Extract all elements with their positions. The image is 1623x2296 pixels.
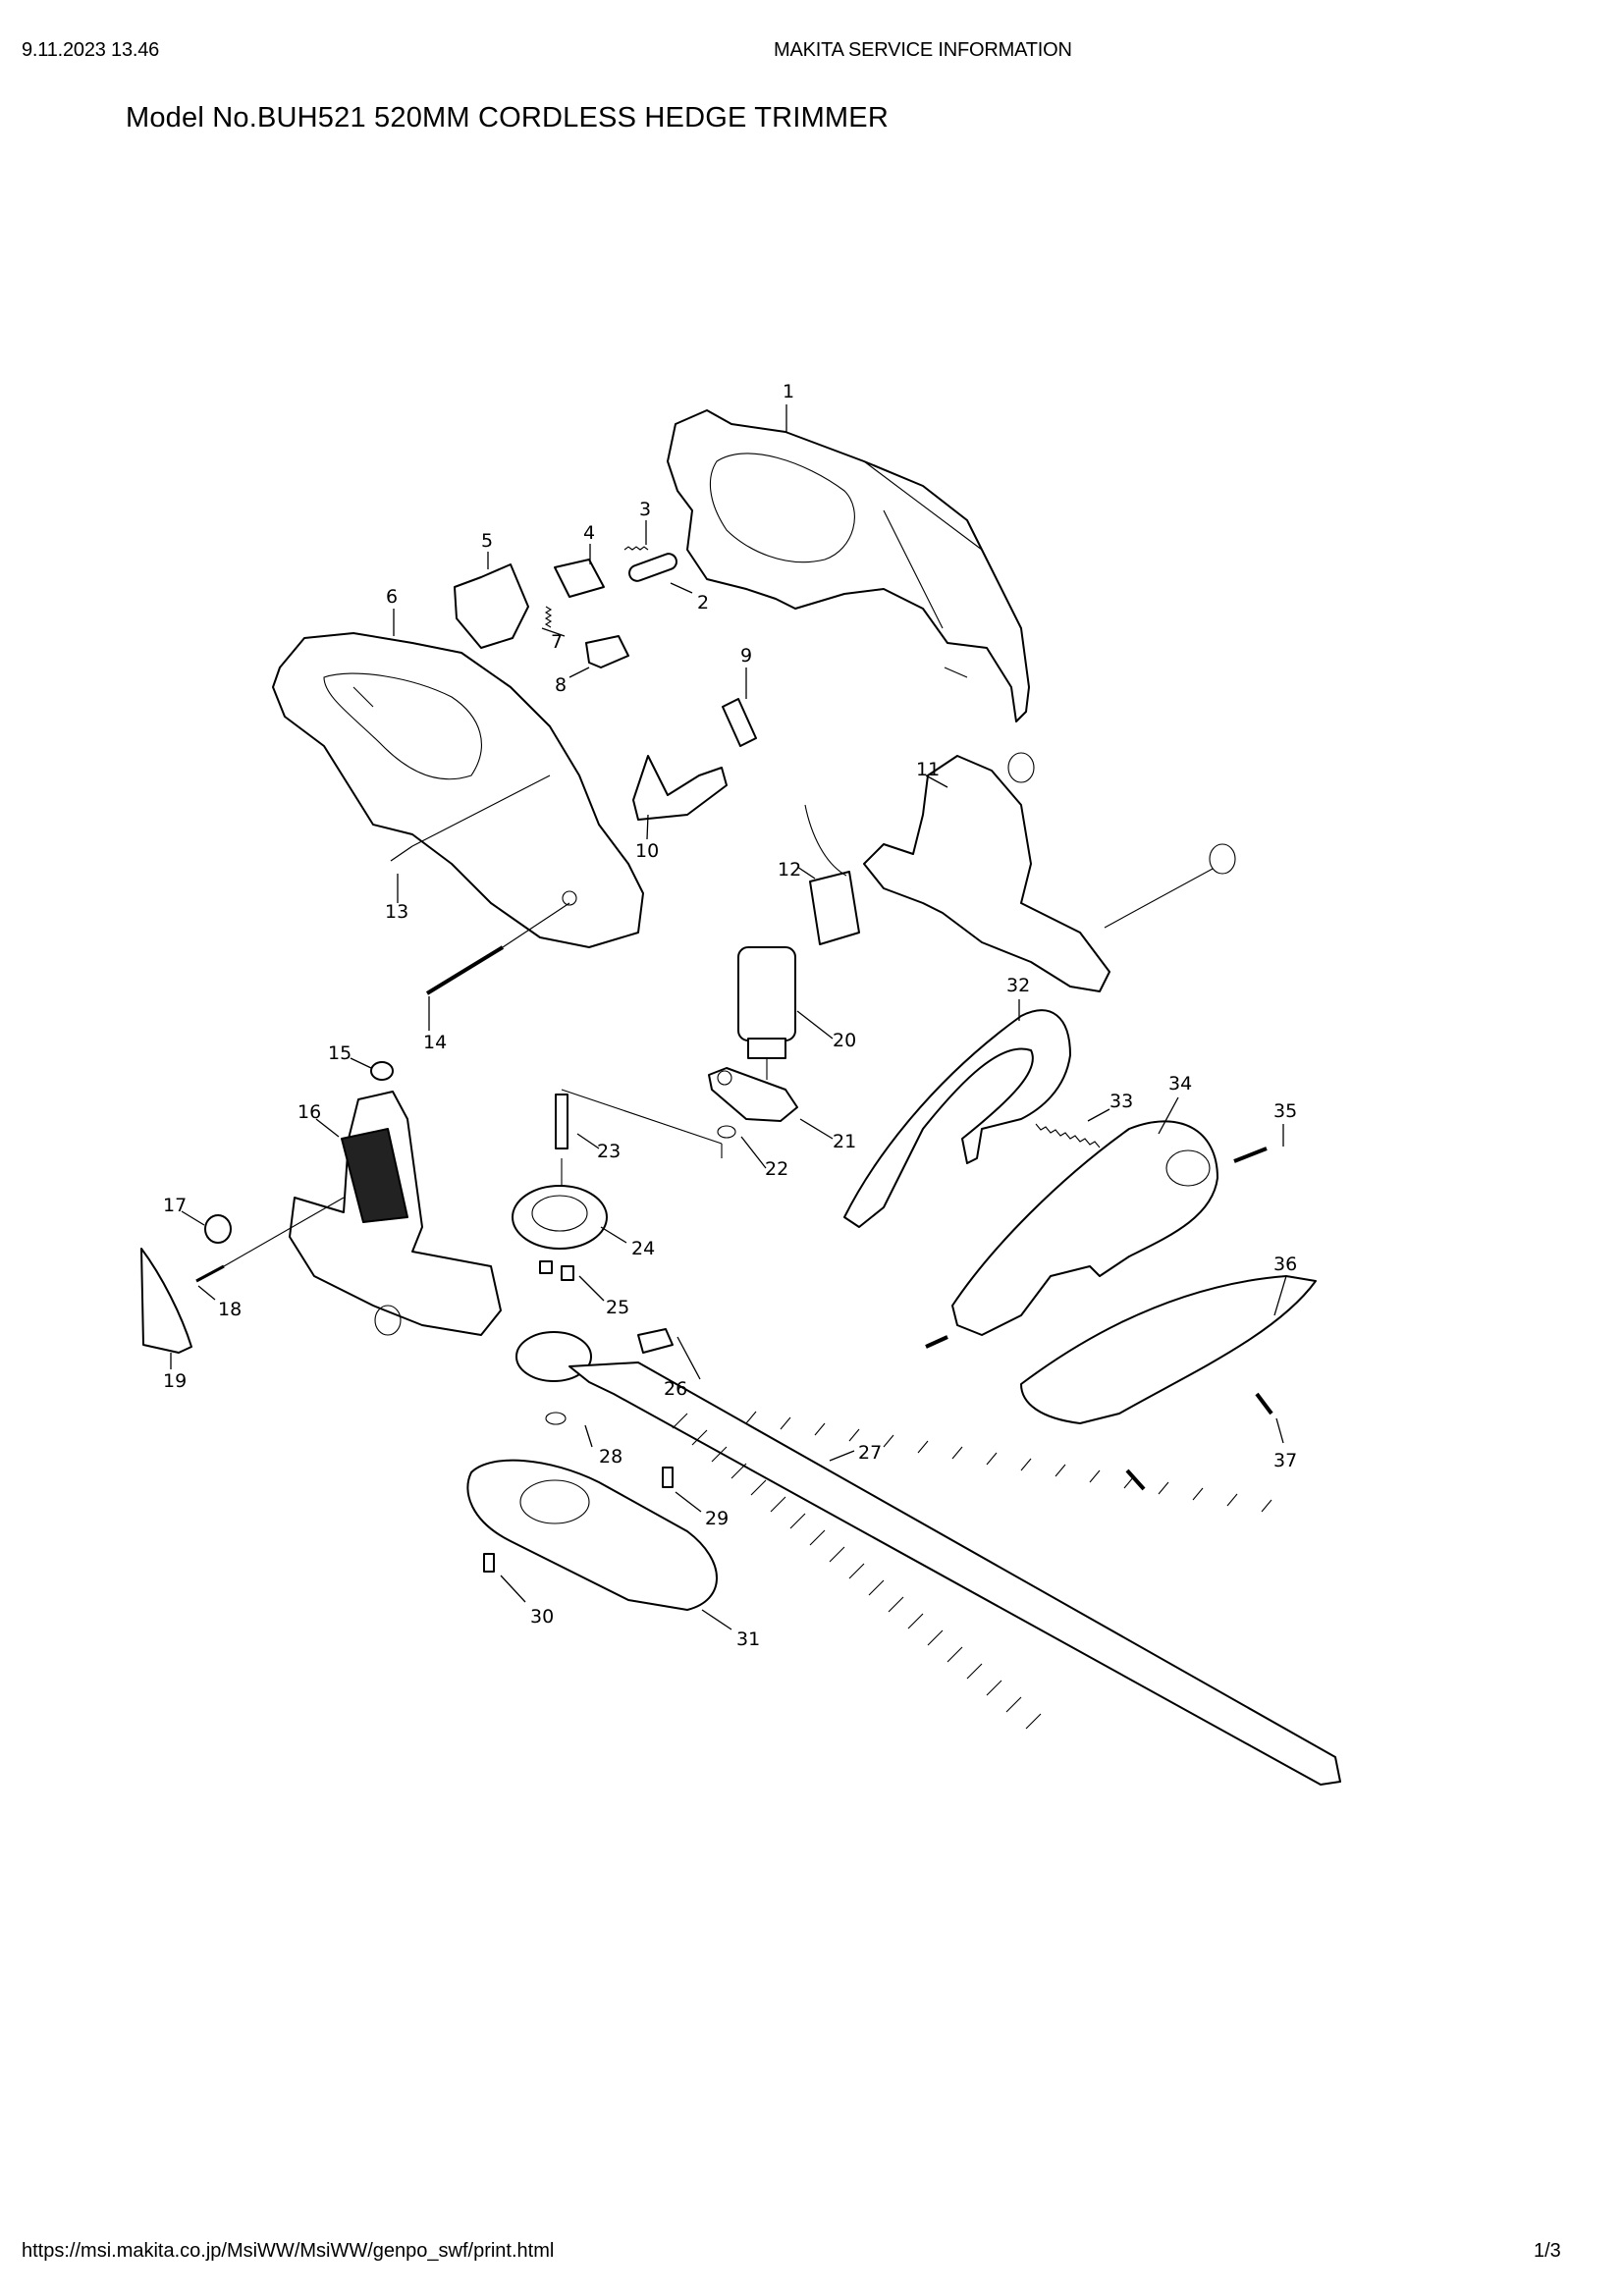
page-number: 1/3 [1534, 2240, 1561, 2262]
callout-1: 1 [783, 381, 794, 402]
callout-11: 11 [916, 759, 940, 780]
part-33-spring [1035, 1123, 1101, 1148]
callout-35: 35 [1273, 1100, 1297, 1122]
callout-36: 36 [1273, 1254, 1297, 1275]
part-30-screw [483, 1553, 495, 1573]
callout-21: 21 [833, 1131, 856, 1152]
page-title: Model No.BUH521 520MM CORDLESS HEDGE TRI… [126, 102, 889, 133]
header-source-title: MAKITA SERVICE INFORMATION [774, 39, 1072, 61]
part-29-screw [662, 1467, 674, 1488]
part-27-blade [515, 1331, 1341, 1786]
callout-31: 31 [736, 1629, 760, 1650]
part-4-micro-switch [554, 559, 605, 598]
part-19-label [140, 1248, 192, 1354]
callout-19: 19 [163, 1370, 187, 1392]
part-9-switch [722, 698, 757, 747]
callout-32: 32 [1006, 975, 1030, 996]
callout-33: 33 [1109, 1091, 1133, 1112]
callout-37: 37 [1273, 1450, 1297, 1471]
part-35-screw [925, 1147, 1268, 1349]
callout-7: 7 [551, 631, 563, 653]
callout-9: 9 [740, 645, 752, 667]
callout-14: 14 [423, 1032, 447, 1053]
part-21-motor-plate [708, 1067, 798, 1122]
callout-8: 8 [555, 674, 567, 696]
callout-24: 24 [631, 1238, 655, 1259]
callout-30: 30 [530, 1606, 554, 1628]
callout-23: 23 [597, 1141, 621, 1162]
callout-17: 17 [163, 1195, 187, 1216]
part-36-handle-cover [1020, 1275, 1317, 1424]
part-7-spring [544, 606, 553, 628]
callout-16: 16 [298, 1101, 321, 1123]
part-20-motor [737, 946, 796, 1080]
part-16-gear-housing [289, 1091, 502, 1336]
callout-10: 10 [635, 840, 659, 862]
part-1-housing-cover [667, 409, 1030, 722]
part-23-spindle [555, 1089, 723, 1196]
callout-4: 4 [583, 522, 595, 544]
part-15-rubber-ring [370, 1061, 394, 1081]
callout-3: 3 [639, 499, 651, 520]
part-32-loop-handle [843, 1009, 1071, 1228]
part-37-screw [1125, 1392, 1273, 1491]
part-25-pins [539, 1260, 574, 1281]
page-url: https://msi.makita.co.jp/MsiWW/MsiWW/gen… [22, 2240, 555, 2262]
part-6-handle-housing [272, 632, 644, 948]
callout-25: 25 [606, 1297, 629, 1318]
part-11-inner-housing [863, 752, 1236, 992]
callout-5: 5 [481, 530, 493, 552]
part-26-clamp [637, 1328, 674, 1354]
print-datetime: 9.11.2023 13.46 [22, 39, 160, 61]
part-28-washer [545, 1412, 567, 1425]
leader-lines [170, 404, 1287, 1630]
callout-labels: 1 2 3 4 5 6 7 8 9 10 11 12 13 14 15 16 1… [163, 381, 1297, 1650]
callout-12: 12 [778, 859, 801, 881]
callout-26: 26 [664, 1378, 687, 1400]
part-5-switch-plate [454, 563, 529, 649]
callout-13: 13 [385, 901, 408, 923]
part-13-screw [390, 774, 551, 862]
part-14-long-screw [425, 902, 570, 995]
callout-34: 34 [1168, 1073, 1192, 1095]
callout-22: 22 [765, 1158, 788, 1180]
callout-15: 15 [328, 1042, 352, 1064]
part-22-washer [717, 1125, 736, 1139]
callout-20: 20 [833, 1030, 856, 1051]
part-31-gear-cover [466, 1459, 718, 1611]
callout-29: 29 [705, 1508, 729, 1529]
part-24-gear [512, 1185, 608, 1250]
callout-6: 6 [386, 586, 398, 608]
callout-18: 18 [218, 1299, 242, 1320]
part-17-rubber-ring [204, 1214, 232, 1244]
part-2-lock-pin [628, 553, 677, 582]
part-18-screw [195, 1197, 345, 1283]
part-10-switch-holder [632, 755, 728, 821]
part-8-lock-lever [585, 635, 629, 668]
callout-28: 28 [599, 1446, 622, 1468]
part-34-handle-half [951, 1120, 1218, 1336]
callout-27: 27 [858, 1442, 882, 1464]
part-3-spring [623, 546, 649, 551]
callout-2: 2 [697, 592, 709, 614]
part-12-capacitor [804, 804, 860, 945]
